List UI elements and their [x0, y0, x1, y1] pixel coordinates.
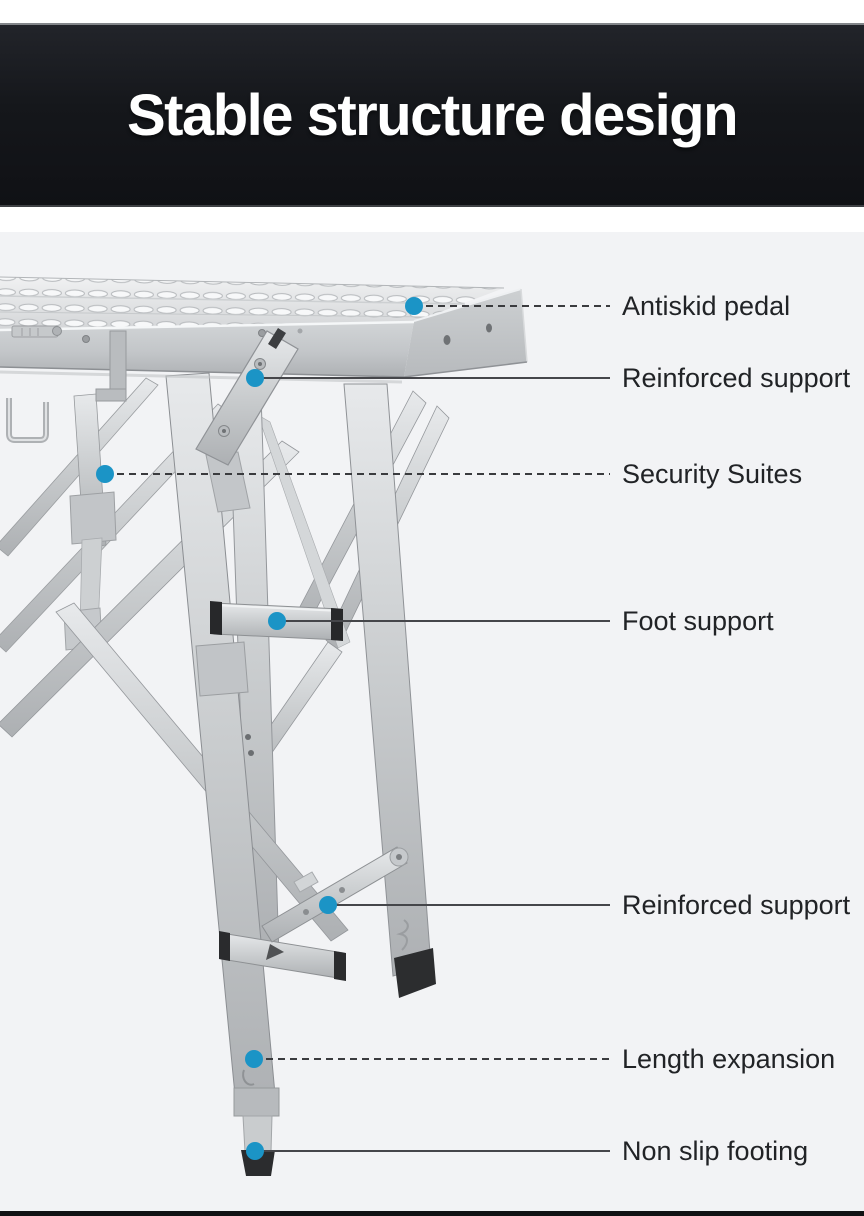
page-title: Stable structure design [126, 82, 739, 148]
callout-label: Length expansion [622, 1044, 836, 1074]
callout-marker-dot [246, 1142, 264, 1160]
callout-label: Security Suites [622, 459, 803, 489]
callout-leader-line [255, 377, 610, 379]
callout-leader-line [414, 305, 610, 307]
callout-label: Reinforced support [622, 363, 851, 393]
callout-label: Foot support [622, 606, 774, 636]
callout-label: Reinforced support [622, 890, 851, 920]
callout-marker-dot [246, 369, 264, 387]
callout-label: Non slip footing [622, 1136, 809, 1166]
callout-marker-dot [96, 465, 114, 483]
callout-marker-dot [245, 1050, 263, 1068]
callout-marker-dot [319, 896, 337, 914]
callout-marker-dot [405, 297, 423, 315]
footer-bar [0, 1211, 864, 1216]
callout-leader-line [255, 1150, 610, 1152]
callout-label: Antiskid pedal [622, 291, 791, 321]
callout-leader-line [277, 620, 610, 622]
callout-marker-dot [268, 612, 286, 630]
callout-leader-line [328, 904, 610, 906]
callout-leader-line [254, 1058, 610, 1060]
header-banner: Stable structure design [0, 23, 864, 207]
callout-leader-line [105, 473, 610, 475]
